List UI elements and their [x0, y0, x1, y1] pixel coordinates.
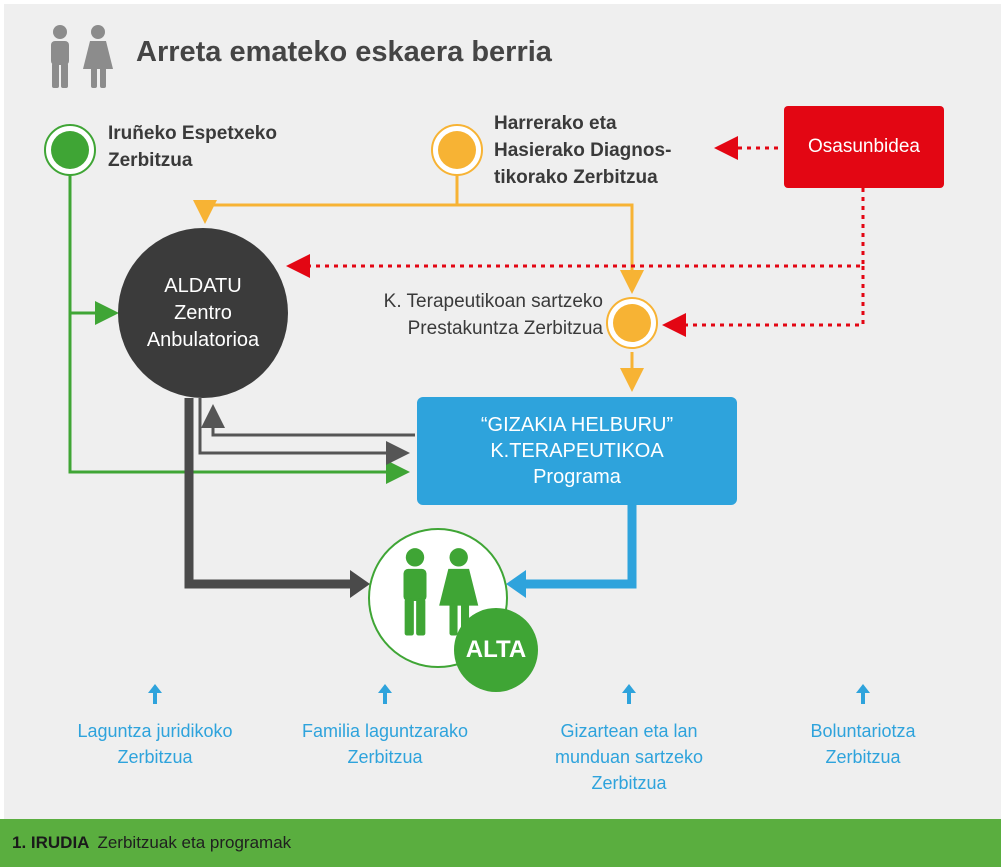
orange-connector	[193, 172, 644, 392]
arrow-up-icon	[622, 684, 636, 704]
alta-badge: ALTA	[454, 608, 538, 692]
red-dotted-connector	[286, 136, 865, 337]
arrow-up-icon	[378, 684, 392, 704]
page-title: Arreta emateko eskaera berria	[136, 36, 552, 68]
figure-caption: Zerbitzuak eta programak	[97, 833, 292, 852]
arrow-up-icon	[856, 684, 870, 704]
dark-thick-arrow	[184, 398, 352, 589]
alta-circle	[368, 528, 508, 668]
green-connector	[68, 172, 410, 484]
blue-thick-arrow	[524, 505, 637, 589]
osasunbidea-box: Osasunbidea	[784, 106, 944, 188]
people-icon	[51, 25, 113, 88]
arrow-up-icon	[148, 684, 162, 704]
people-icon	[403, 548, 479, 636]
orange-node-circle-mid	[606, 297, 658, 349]
green-node-circle	[44, 124, 96, 176]
orange-node-circle-top	[431, 124, 483, 176]
figure-caption-bar: 1. IRUDIA Zerbitzuak eta programak	[0, 819, 1001, 867]
figure-tag: 1. IRUDIA	[12, 833, 90, 852]
dark-connector	[198, 398, 415, 465]
